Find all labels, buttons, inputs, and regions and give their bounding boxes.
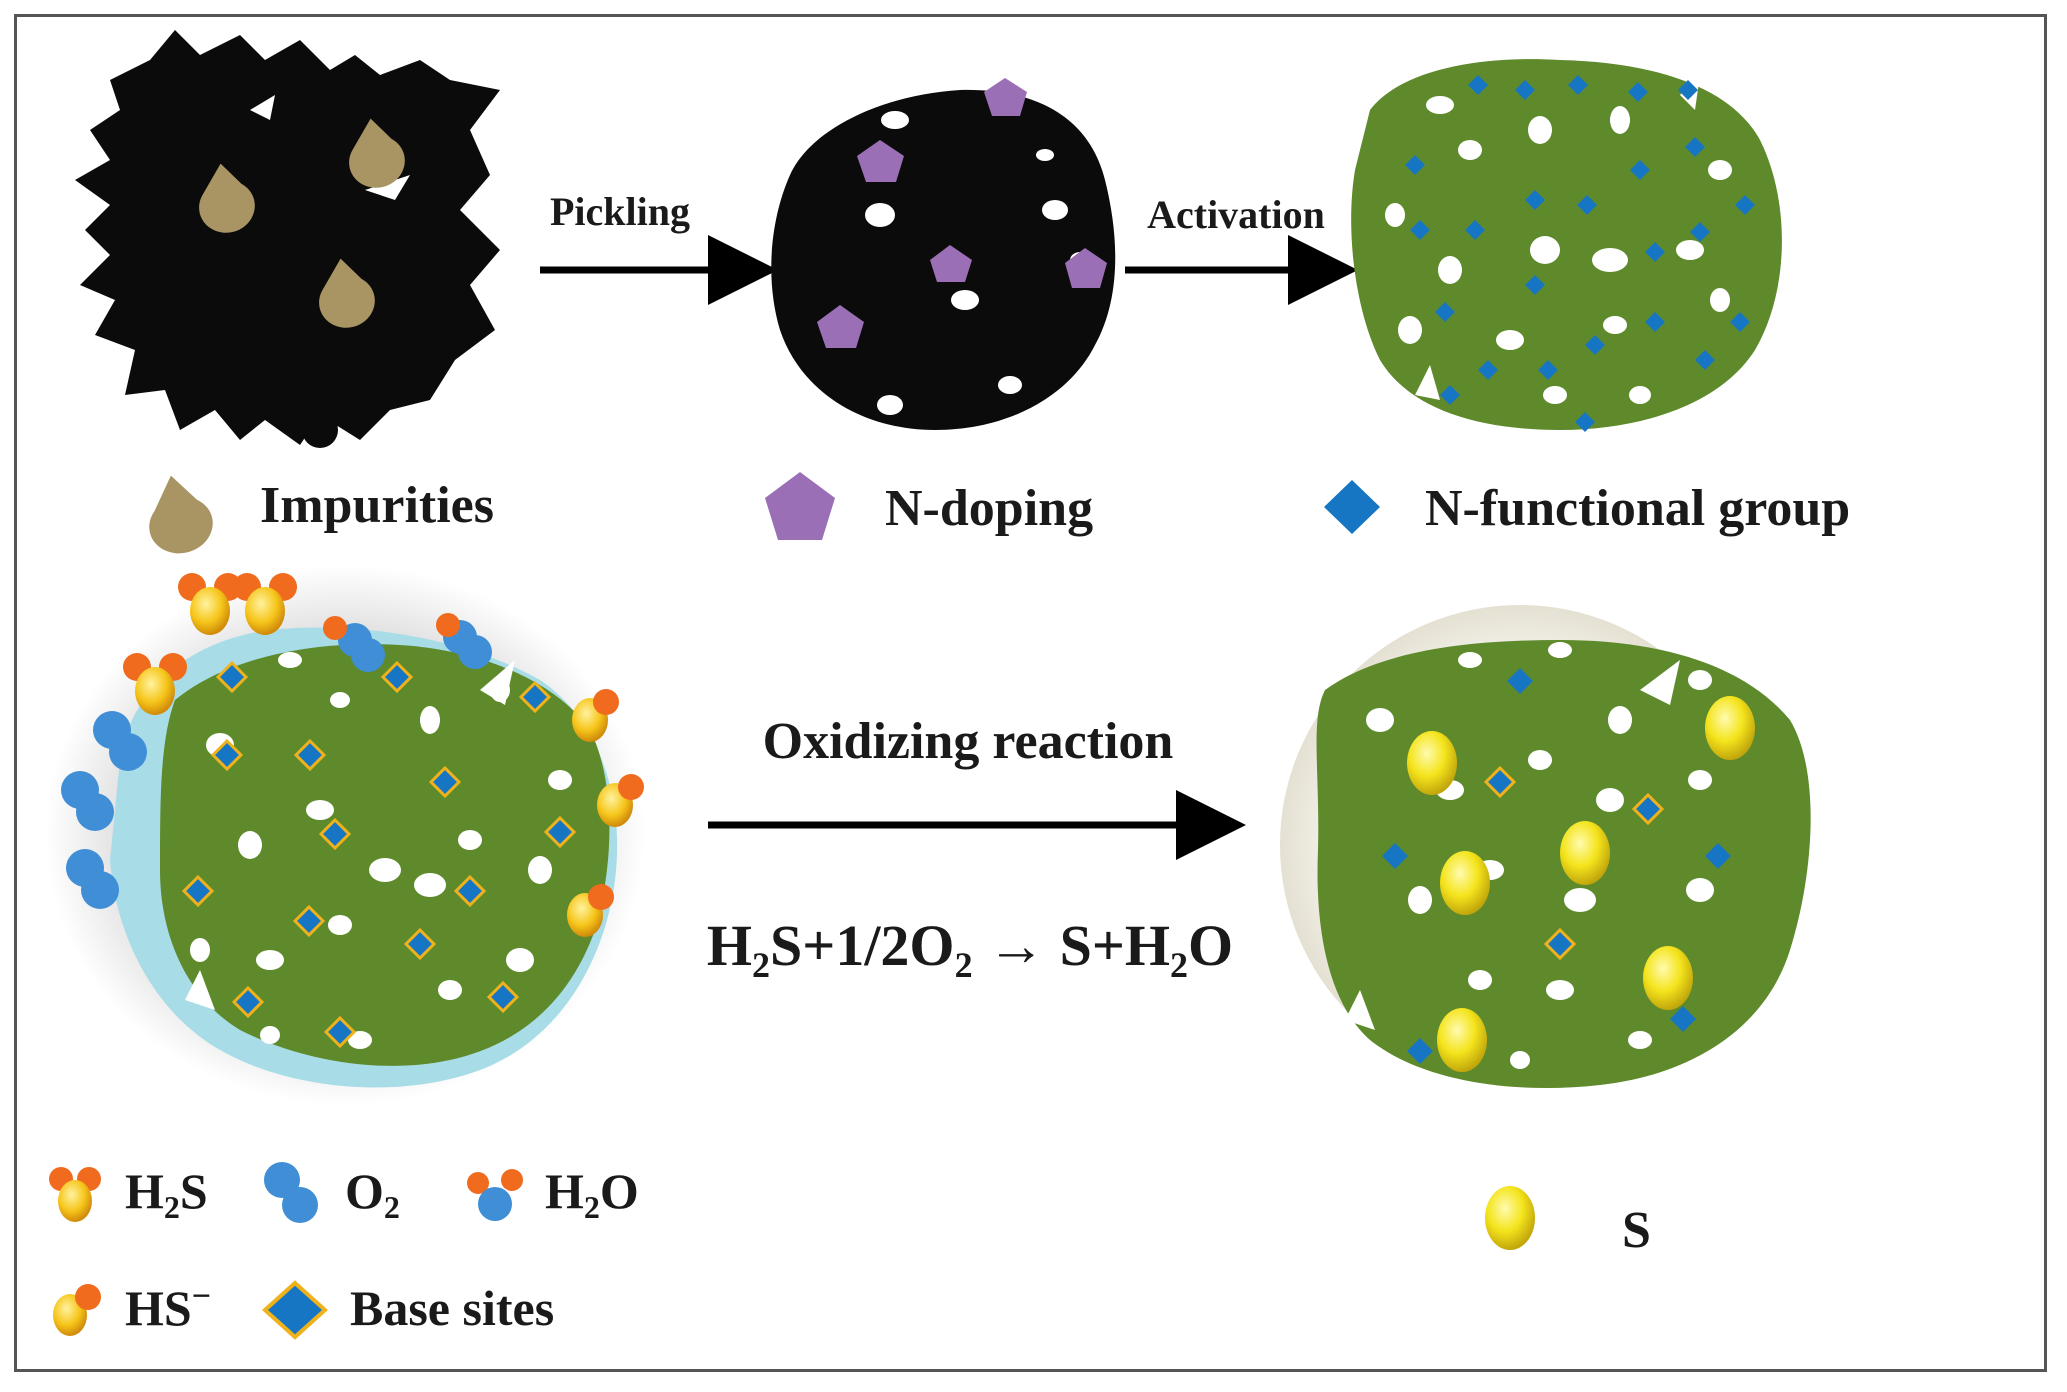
oxidizing-reaction-label: Oxidizing reaction [763, 713, 1174, 770]
legend-n-doping: N-doping [765, 472, 1093, 540]
n-doping-label: N-doping [885, 480, 1093, 537]
pentagon-icon [765, 472, 835, 540]
impurity-icon [149, 475, 213, 554]
legend-base-sites: Base sites [262, 1280, 554, 1340]
h2s-icon [49, 1167, 101, 1222]
h2o-icon [467, 1169, 523, 1221]
activated-carbon-particle [1351, 59, 1782, 432]
base-site-icon [262, 1280, 328, 1340]
raw-carbon-particle [75, 30, 500, 448]
reacting-carbon-particle [45, 565, 645, 1105]
h2o-label: H2O [545, 1163, 639, 1225]
legend-hs: HS− [53, 1278, 211, 1336]
impurity-drops [199, 118, 405, 328]
hs-icon [53, 1284, 101, 1336]
legend-h2o: H2O [467, 1163, 639, 1225]
diamond-icon [1324, 480, 1380, 534]
hs-label: HS− [125, 1278, 211, 1336]
sulfur-loaded-particle [1280, 605, 1811, 1088]
pickling-label: Pickling [550, 189, 690, 234]
sulfur-deposits [1407, 696, 1755, 1072]
n-functional-group-label: N-functional group [1425, 480, 1850, 537]
o2-molecules [61, 620, 492, 909]
sulfur-label: S [1622, 1202, 1651, 1259]
h2s-molecules [123, 573, 297, 715]
legend-h2s: H2S [49, 1163, 208, 1225]
h2o-molecules [323, 613, 460, 640]
legend-impurities: Impurities [149, 475, 494, 554]
hs-ions [567, 689, 644, 937]
figure-border [14, 14, 2047, 1372]
reaction-equation: H2S+1/2O2 → S+H2O [707, 913, 1233, 985]
legend-sulfur: S [1485, 1186, 1651, 1259]
o2-icon [264, 1162, 318, 1223]
legend-o2: O2 [264, 1162, 400, 1225]
activation-label: Activation [1147, 192, 1325, 237]
o2-label: O2 [345, 1163, 400, 1225]
h2s-label: H2S [125, 1163, 208, 1225]
sulfur-icon [1485, 1186, 1535, 1250]
base-sites-label: Base sites [350, 1280, 554, 1336]
impurities-label: Impurities [260, 477, 494, 534]
pickled-carbon-particle [771, 78, 1116, 430]
legend-n-functional-group: N-functional group [1324, 480, 1850, 537]
